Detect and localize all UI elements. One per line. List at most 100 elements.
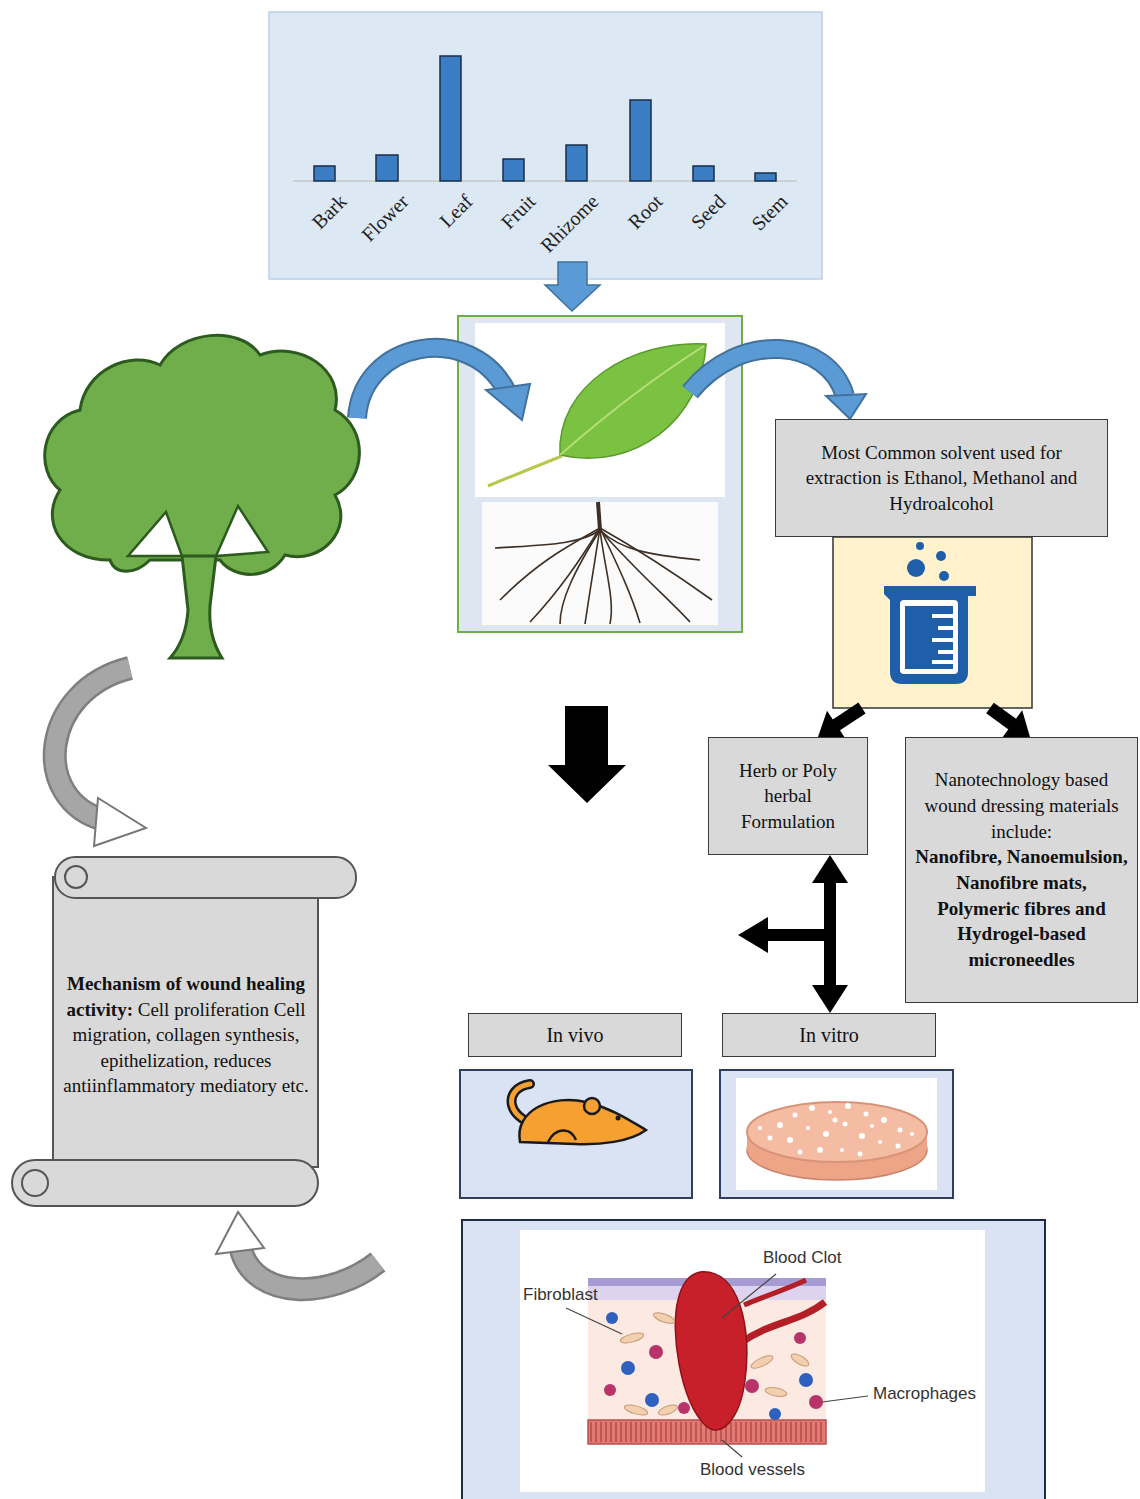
connector-arrow: [812, 855, 848, 1013]
leader-lines: [566, 1274, 868, 1457]
macrophage-cells: [604, 1332, 823, 1414]
chart-axis-label: Flower: [357, 190, 413, 246]
scroll-part: [65, 866, 87, 888]
chart-panel: [269, 12, 822, 279]
arrow-head: [486, 384, 530, 420]
text-group: In vitro: [731, 1022, 927, 1049]
arrow-head: [818, 711, 846, 739]
scroll-text-area: Mechanism of wound healing activity:Cell…: [58, 913, 314, 1157]
arrow-head: [216, 1212, 264, 1254]
arrow-head: [826, 394, 866, 419]
scroll-part: [12, 1160, 318, 1206]
curved-arrow: [55, 668, 130, 820]
arrow-head: [738, 917, 768, 953]
text-group: Herb or Poly herbal Formulation: [717, 758, 859, 835]
bar: [630, 100, 651, 181]
arrow-head: [812, 985, 848, 1013]
chart-axis-label: Bark: [307, 190, 351, 234]
figure-label: Macrophages: [873, 1384, 976, 1404]
bar: [755, 173, 776, 181]
curved-arrow: [357, 348, 506, 418]
bar: [566, 145, 587, 181]
bar: [503, 159, 524, 181]
chart-axis-label: Fruit: [496, 190, 540, 234]
box-text: In vivo: [477, 1022, 673, 1049]
beaker-panel: [833, 537, 1032, 708]
root-drawing: [495, 502, 712, 624]
nanotech-box: Nanotechnology based wound dressing mate…: [905, 737, 1138, 1003]
box-text: Most Common solvent used for extraction …: [784, 440, 1099, 517]
connector-arrow: [818, 708, 862, 739]
chart-bars: [314, 56, 776, 181]
connector-shaft: [990, 708, 1014, 725]
connector-shaft: [824, 880, 836, 988]
scroll-part: [53, 877, 318, 1167]
image-frame: [462, 1220, 1045, 1499]
connector-arrow: [990, 708, 1030, 738]
beaker-icon: [884, 542, 976, 684]
tree-gap: [216, 506, 268, 556]
rat-eye: [616, 1116, 621, 1121]
arrow-head: [94, 798, 146, 846]
curved-arrow: [357, 348, 506, 418]
scroll-part: [22, 1170, 48, 1196]
box-text: Nanotechnology based wound dressing mate…: [914, 767, 1129, 844]
mechanism-scroll: Mechanism of wound healing activity:Cell…: [10, 855, 358, 1208]
text-group: In vivo: [477, 1022, 673, 1049]
chart-axis-label: Leaf: [435, 190, 477, 232]
blue-cells: [606, 1312, 813, 1420]
cross-arrow-arm: [766, 929, 830, 941]
chart-axis-label: Stem: [746, 190, 791, 235]
box-subtext: Nanofibre, Nanoemulsion, Nanofibre mats,…: [914, 844, 1129, 972]
leaf-stem: [488, 456, 562, 486]
curved-arrow: [55, 668, 130, 820]
curved-arrow: [241, 1250, 378, 1289]
dish-photo: [736, 1078, 937, 1190]
box-text: In vitro: [731, 1022, 927, 1049]
scroll-paragraph: Mechanism of wound healing activity:Cell…: [62, 971, 310, 1099]
chart-axis-label: Rhizome: [535, 190, 602, 257]
figure-label: Fibroblast: [523, 1285, 598, 1305]
bar: [314, 166, 335, 181]
wound-figure: [520, 1230, 985, 1492]
tree-gap: [128, 512, 182, 556]
image-frame: [720, 1070, 953, 1198]
fibroblasts: [619, 1310, 810, 1417]
figure-label: Blood vessels: [700, 1460, 805, 1480]
cell-colonies: [758, 1103, 914, 1157]
curved-arrow: [241, 1250, 378, 1289]
chart-axis-label: Seed: [686, 190, 730, 234]
bar: [693, 166, 714, 181]
box-text: Herb or Poly herbal Formulation: [717, 758, 859, 835]
block-arrow: [548, 706, 626, 803]
text-group: Most Common solvent used for extraction …: [784, 440, 1099, 517]
connector-shaft: [835, 708, 862, 726]
vessel-branch: [742, 1302, 825, 1342]
curved-arrow: [690, 349, 845, 396]
rat-ear: [584, 1098, 600, 1114]
rat-leg: [548, 1130, 576, 1142]
in-vitro-box: In vitro: [722, 1013, 936, 1057]
solvent-box: Most Common solvent used for extraction …: [775, 419, 1108, 708]
in-vivo-box: In vivo: [468, 1013, 682, 1057]
bar: [376, 155, 398, 181]
tree-trunk: [170, 556, 222, 658]
blood-clot: [675, 1272, 747, 1430]
image-frame: [460, 1070, 692, 1198]
arrow-head: [1002, 710, 1030, 738]
rat-body: [519, 1100, 646, 1144]
tree-crown: [45, 335, 360, 574]
leaf-photo: [475, 323, 725, 497]
petri-dish: [747, 1102, 927, 1162]
figure-label: Blood Clot: [763, 1248, 841, 1268]
root-photo: [482, 502, 718, 625]
chart-axis: [293, 180, 797, 182]
scroll-part: [55, 857, 356, 898]
curved-arrow: [690, 349, 845, 396]
arrow-head: [812, 855, 848, 883]
text-group: Nanotechnology based wound dressing mate…: [914, 767, 1129, 972]
leaf: [560, 344, 706, 458]
image-frame: [458, 316, 742, 632]
leaf-midrib: [560, 346, 704, 455]
